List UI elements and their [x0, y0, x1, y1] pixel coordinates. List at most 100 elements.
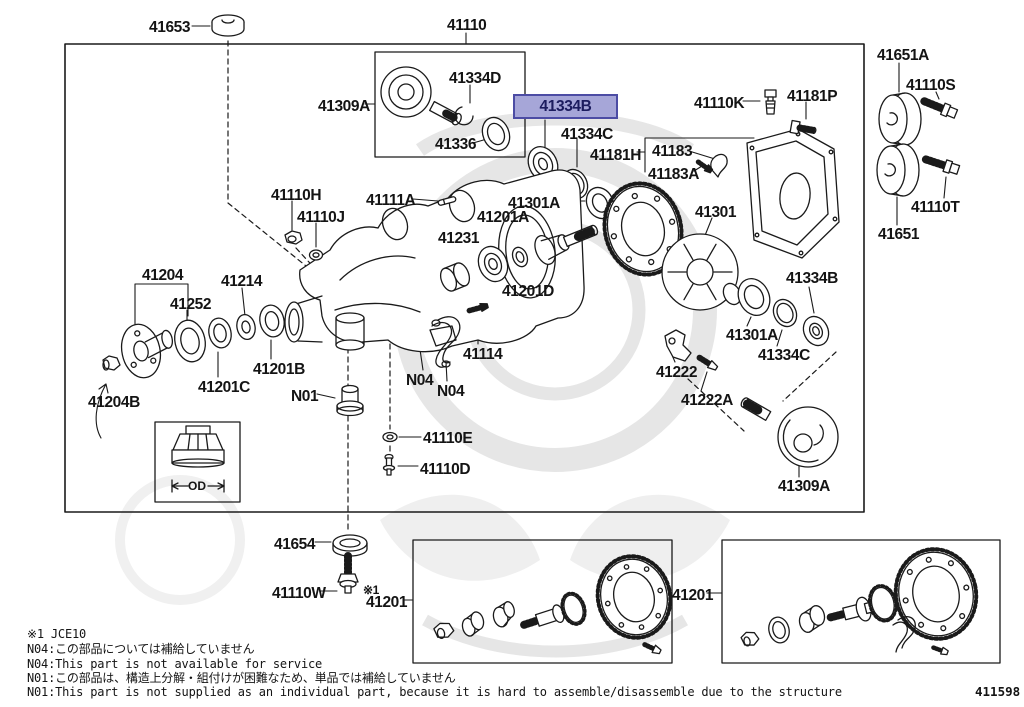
part-41181P-plug — [789, 119, 817, 135]
od-dimension-label: OD — [188, 479, 206, 493]
footnote-ref-model: ※1 JCE10 — [27, 627, 87, 641]
marker-n01[interactable]: N01 — [291, 388, 319, 405]
part-label-41201-right[interactable]: 41201 — [672, 587, 714, 604]
part-label-41334c-right[interactable]: 41334C — [758, 347, 810, 364]
part-41334B-right-seal — [802, 315, 830, 347]
footnote-n04-en: N04:This part is not available for servi… — [27, 657, 323, 671]
part-label-41651[interactable]: 41651 — [878, 226, 920, 243]
part-drive-pinion — [534, 224, 599, 265]
part-label-41110d[interactable]: 41110D — [420, 461, 471, 478]
ref-mark-1: ※1 — [363, 583, 379, 597]
part-41110E-washer — [382, 431, 398, 443]
part-carrier-housing — [284, 169, 585, 353]
part-41111A-pin — [437, 196, 457, 206]
marker-n04-a[interactable]: N04 — [406, 372, 434, 389]
part-label-41201c[interactable]: 41201C — [198, 379, 250, 396]
part-41110T-bolt — [921, 155, 961, 175]
part-41110J-washer — [308, 249, 324, 261]
part-41214-washer — [236, 313, 256, 341]
part-label-41653[interactable]: 41653 — [149, 19, 191, 36]
part-label-41201a[interactable]: 41201A — [477, 209, 529, 226]
kit-left-parts — [433, 554, 673, 655]
part-label-41114[interactable]: 41114 — [463, 346, 503, 363]
part-label-41110e[interactable]: 41110E — [423, 430, 473, 447]
part-label-41183[interactable]: 41183 — [652, 143, 693, 160]
part-label-41110t[interactable]: 41110T — [911, 199, 960, 216]
part-41183A-bolt — [695, 159, 714, 174]
pinion-kit-box-left — [412, 539, 673, 664]
part-label-41204[interactable]: 41204 — [142, 267, 184, 284]
part-label-41301[interactable]: 41301 — [695, 204, 737, 221]
part-41222-bracket — [664, 329, 692, 362]
part-41201D-ring — [511, 246, 529, 268]
part-label-41231[interactable]: 41231 — [438, 230, 480, 247]
part-41252-deflector — [174, 319, 206, 363]
footnote-n04-ja: N04:この部品については補給していません — [27, 642, 255, 656]
part-label-41181h[interactable]: 41181H — [590, 147, 642, 164]
part-41114-bracket — [431, 302, 489, 368]
part-label-41110w[interactable]: 41110W — [272, 585, 326, 602]
part-label-41301a-top[interactable]: 41301A — [508, 195, 560, 212]
part-label-41201-left[interactable]: 41201 — [366, 594, 408, 611]
part-41204-flange — [120, 323, 174, 379]
part-label-41201b[interactable]: 41201B — [253, 361, 305, 378]
part-41301A-side-bearing — [737, 278, 771, 316]
part-41651A-cushion — [878, 92, 922, 146]
part-label-41336[interactable]: 41336 — [435, 136, 477, 153]
part-label-41110k[interactable]: 41110K — [694, 95, 745, 112]
part-label-41110s[interactable]: 41110S — [906, 77, 956, 94]
part-41222A-bolt — [696, 354, 719, 371]
part-label-41651a[interactable]: 41651A — [877, 47, 929, 64]
figure-code: 411598 — [975, 684, 1021, 699]
part-label-41301a-right[interactable]: 41301A — [726, 327, 778, 344]
part-41110W-stud — [337, 552, 359, 594]
part-41309A-joint — [740, 397, 839, 468]
od-inset-box — [154, 421, 241, 503]
part-41110H-nut — [284, 230, 303, 245]
part-label-41309a-bottom[interactable]: 41309A — [778, 478, 830, 495]
part-41651-cushion — [876, 143, 920, 197]
part-label-41110h[interactable]: 41110H — [271, 187, 322, 204]
part-label-41334d[interactable]: 41334D — [449, 70, 501, 87]
part-label-41110[interactable]: 41110 — [447, 17, 487, 34]
part-41110K-breather — [764, 89, 777, 115]
part-label-41309a-top[interactable]: 41309A — [318, 98, 370, 115]
part-cv-joint-inner — [380, 66, 511, 152]
part-41110D-bolt — [382, 453, 396, 476]
kit-right-parts — [740, 547, 979, 656]
part-41183-clamp — [710, 153, 728, 178]
part-N01-plug — [336, 384, 364, 417]
footnote-n01-en: N01:This part is not supplied as an indi… — [27, 685, 842, 699]
part-41653-cap — [211, 14, 245, 37]
part-label-41183a[interactable]: 41183A — [648, 166, 700, 183]
part-label-41111a[interactable]: 41111A — [366, 192, 416, 209]
marker-n04-b[interactable]: N04 — [437, 383, 465, 400]
part-label-41181p[interactable]: 41181P — [787, 88, 838, 105]
part-41334C-right-ring — [772, 298, 798, 328]
part-label-41222a[interactable]: 41222A — [681, 392, 733, 409]
part-differential-case — [661, 233, 742, 311]
part-label-41214[interactable]: 41214 — [221, 273, 263, 290]
part-41201C-seal — [208, 317, 232, 349]
part-ring-gear — [602, 181, 684, 277]
part-label-41222[interactable]: 41222 — [656, 364, 698, 381]
part-41110S-bolt — [920, 97, 959, 119]
part-rear-cover — [746, 128, 840, 259]
part-41204B-nut — [102, 355, 121, 371]
part-41231-spacer — [439, 262, 471, 292]
part-label-41252[interactable]: 41252 — [170, 296, 212, 313]
part-label-41110j[interactable]: 41110J — [297, 209, 345, 226]
part-label-41334b-highlighted[interactable]: 41334B — [513, 94, 618, 119]
footnote-n01-ja: N01:この部品は、構造上分解・組付けが困難なため、単品では補給していません — [27, 671, 456, 685]
part-locknut-od-inset — [171, 425, 225, 493]
part-label-41201d[interactable]: 41201D — [502, 283, 554, 300]
part-label-41334b-right[interactable]: 41334B — [786, 270, 838, 287]
part-label-41654[interactable]: 41654 — [274, 536, 316, 553]
part-41201B-bearing — [259, 304, 285, 338]
main-border-box — [64, 43, 865, 513]
part-label-41204b[interactable]: 41204B — [88, 394, 140, 411]
part-label-41334c-top[interactable]: 41334C — [561, 126, 613, 143]
part-41201A-bearing — [477, 245, 509, 283]
